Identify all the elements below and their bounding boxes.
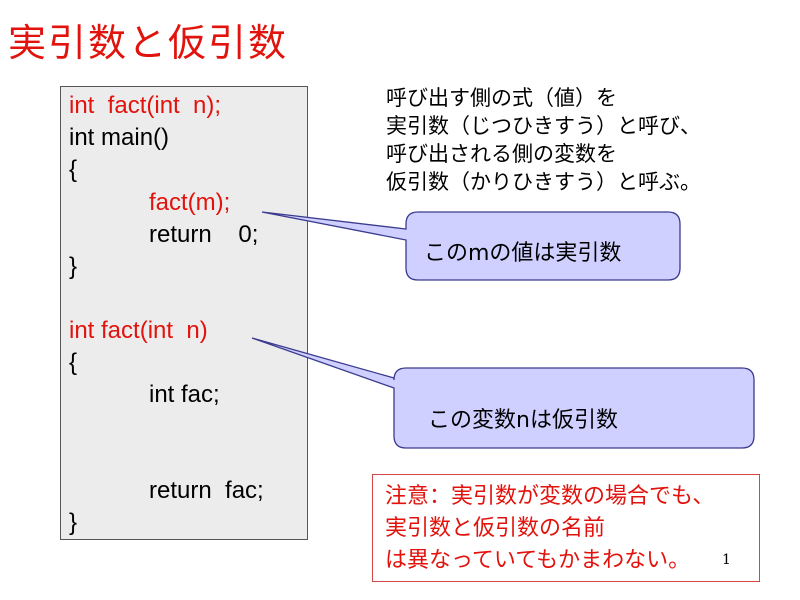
explanation-text: 呼び出す側の式（値）を 実引数（じつひきすう）と呼び、 呼び出される側の変数を … — [386, 84, 701, 196]
explanation-line: 実引数（じつひきすう）と呼び、 — [386, 114, 701, 138]
code-line-fact-return: return fac; — [149, 477, 264, 504]
code-line-main-return: return 0; — [149, 221, 259, 248]
code-line-prototype: int fact(int n); — [69, 92, 222, 119]
page-number: 1 — [722, 552, 731, 568]
code-line-main-open-brace: { — [69, 156, 78, 183]
code-line-fact-open-brace: { — [69, 349, 78, 376]
code-listing: int fact(int n); int main() { fact(m); r… — [60, 86, 308, 540]
code-line-fact-close-brace: } — [69, 509, 78, 536]
code-line-main-close-brace: } — [69, 253, 78, 280]
code-line-fac-declaration: int fac; — [149, 381, 220, 408]
callout-formal-param-text: この変数nは仮引数 — [428, 408, 618, 433]
note-box: 注意：実引数が変数の場合でも、 実引数と仮引数の名前 は異なっていてもかまわない… — [372, 474, 760, 582]
explanation-line: 仮引数（かりひきすう）と呼ぶ。 — [386, 170, 701, 194]
slide-title: 実引数と仮引数 — [8, 21, 289, 65]
code-line-fact-definition: int fact(int n) — [69, 317, 208, 344]
callout-actual-arg-text: このmの値は実引数 — [424, 241, 622, 266]
code-line-main-signature: int main() — [69, 124, 170, 151]
explanation-line: 呼び出す側の式（値）を — [386, 86, 617, 110]
code-line-fact-call: fact(m); — [149, 189, 231, 216]
explanation-line: 呼び出される側の変数を — [386, 142, 617, 166]
note-line: は異なっていてもかまわない。 — [385, 548, 691, 573]
note-line: 実引数と仮引数の名前 — [385, 516, 606, 541]
note-line: 注意：実引数が変数の場合でも、 — [385, 484, 715, 509]
